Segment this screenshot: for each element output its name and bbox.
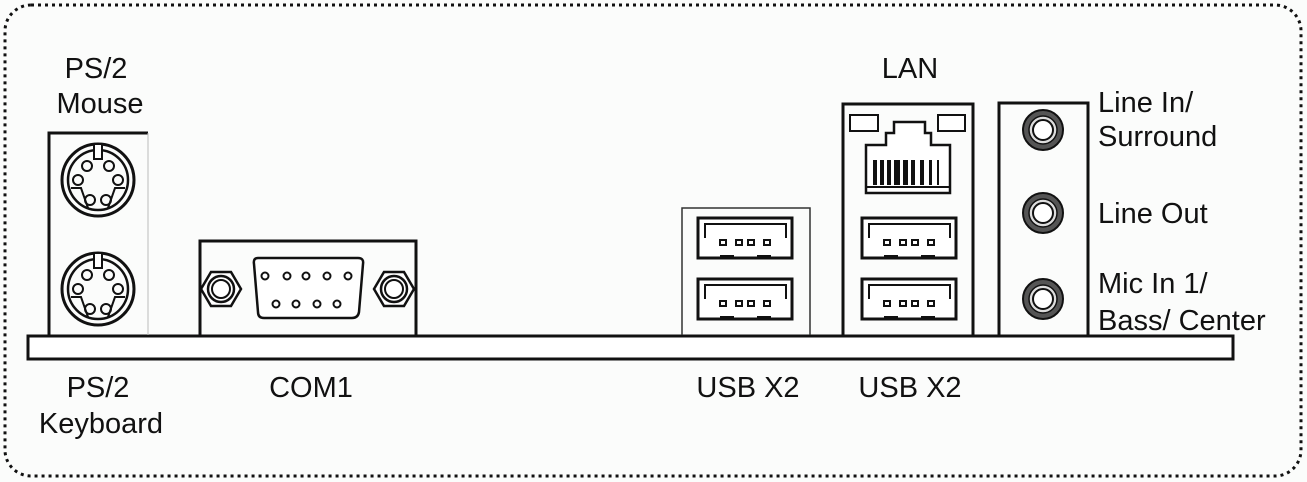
com1-panel [198, 239, 418, 335]
serial-port [252, 256, 365, 320]
screw-icon [372, 270, 416, 308]
screw-icon [199, 270, 243, 308]
line-out-jack [1022, 192, 1064, 234]
label-mic-in: Mic In 1/ [1098, 268, 1209, 300]
label-line-in: Line In/ [1098, 87, 1194, 119]
label-ps2-mouse: Mouse [56, 88, 143, 120]
lan-usb-panel [841, 102, 975, 335]
label-line-in: Surround [1098, 121, 1217, 153]
ps2-mouse-port [60, 142, 136, 218]
label-line-out: Line Out [1098, 198, 1208, 230]
audio-panel [997, 101, 1090, 335]
label-mic-in: Bass/ Center [1098, 305, 1266, 337]
usb-port [696, 277, 794, 321]
led-indicator [937, 114, 966, 132]
usb-port [696, 216, 794, 260]
usb-port [860, 216, 958, 260]
label-ps2-keyboard: Keyboard [39, 408, 163, 440]
line-in-jack [1022, 109, 1064, 151]
label-lan: LAN [882, 53, 938, 85]
label-ps2-mouse: PS/2 [65, 53, 128, 85]
usb-port [860, 277, 958, 321]
label-usb-left: USB X2 [696, 372, 799, 404]
label-com1: COM1 [269, 372, 353, 404]
label-usb-right: USB X2 [858, 372, 961, 404]
label-ps2-keyboard: PS/2 [67, 372, 130, 404]
usb-panel-left [681, 207, 811, 335]
ps2-keyboard-port [60, 251, 136, 327]
mic-in-jack [1022, 278, 1064, 320]
led-indicator [849, 114, 879, 132]
dashed-border [3, 3, 1303, 478]
baseplate [26, 334, 1235, 361]
ps2-panel [47, 131, 149, 335]
